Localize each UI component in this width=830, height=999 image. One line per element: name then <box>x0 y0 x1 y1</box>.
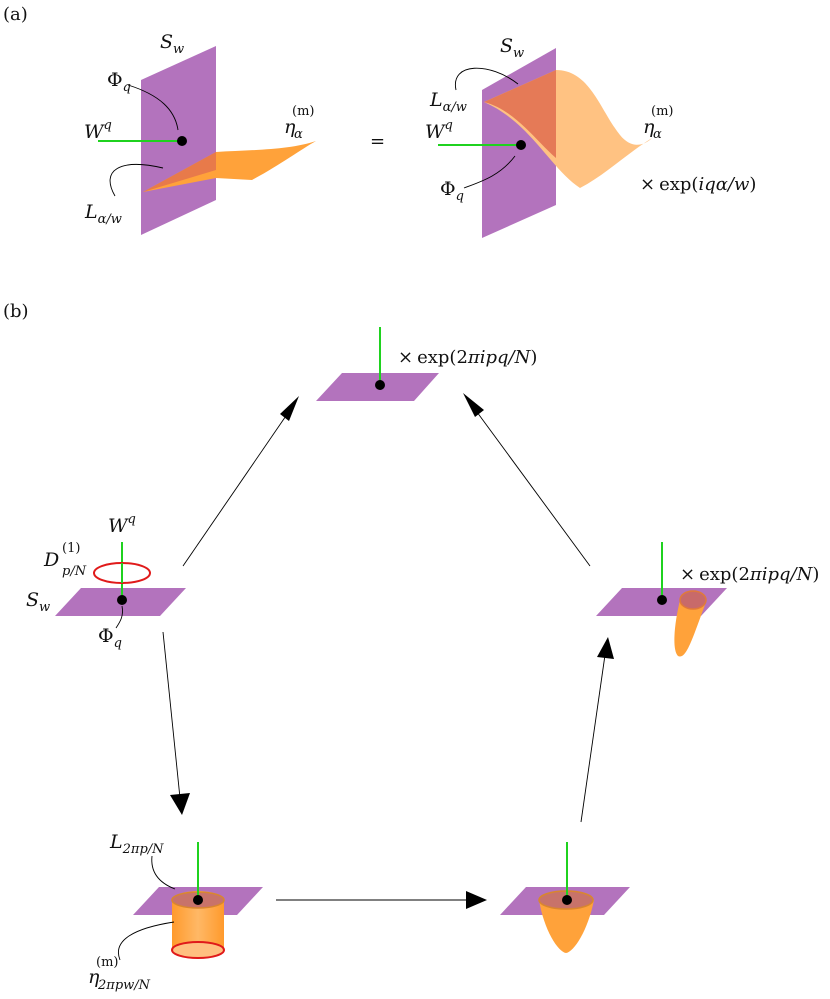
defect-label-sup: (m) <box>96 955 118 970</box>
node-bottom-left: L2πp/N η 2πpw/N (m) <box>88 831 263 993</box>
operator-leader <box>115 605 123 629</box>
panel-a-right: Sw Lα/w Wq Φq η α (m) ×exp(iqα/w) <box>425 35 756 238</box>
node-bottom-right <box>500 842 630 953</box>
local-operator-point <box>193 895 203 905</box>
surface-label: Sw <box>500 35 524 61</box>
arrow-left-to-top <box>182 396 299 567</box>
surface-label: Sw <box>26 589 50 615</box>
defect-label-sup: (m) <box>651 104 673 119</box>
operator-leader <box>463 155 516 189</box>
phase-factor: ×exp(iqα/w) <box>640 174 756 195</box>
defect-overlap <box>484 70 556 158</box>
line-label: Wq <box>108 512 136 537</box>
panel-label-a: (a) <box>3 4 28 25</box>
arrow-bottom-left-to-bottom-right <box>276 891 487 909</box>
panel-label-b: (b) <box>3 301 29 322</box>
loop-label-sub: p/N <box>62 564 87 579</box>
node-right: ×exp(2πipq/N) <box>596 542 819 657</box>
arrow-bottom-right-to-right <box>580 637 614 823</box>
interface-label: L2πp/N <box>109 831 164 857</box>
defect-label-sub: 2πpw/N <box>97 978 151 993</box>
defect-cup-rim <box>679 590 707 610</box>
defect-label: η <box>643 116 655 138</box>
node-left: Wq D p/N (1) Sw Φq <box>26 512 186 651</box>
local-operator-point <box>177 136 187 146</box>
defect-cylinder-bottom <box>171 941 225 959</box>
defect-surface <box>143 141 316 192</box>
line-label: Wq <box>425 118 453 143</box>
defect-label-sup: (m) <box>292 104 314 119</box>
surface-label: Sw <box>160 31 184 57</box>
interface-leader <box>455 67 519 91</box>
loop-label: D <box>43 549 59 571</box>
panel-a-left: Sw Φq Wq Lα/w η α (m) <box>84 31 316 235</box>
node-top: ×exp(2πipq/N) <box>316 327 537 401</box>
interface-leader <box>151 855 176 890</box>
loop-label-sup: (1) <box>62 541 80 556</box>
arrow-left-to-bottom-left <box>162 631 190 815</box>
interface-line <box>143 152 216 192</box>
local-operator-point <box>375 380 385 390</box>
operator-leader <box>127 84 179 131</box>
defect-leader <box>118 921 175 961</box>
equals-sign: = <box>370 131 385 152</box>
operator-label: Φq <box>107 69 131 95</box>
line-label: Wq <box>84 118 112 143</box>
defect-label: η <box>284 116 296 138</box>
operator-label: Φq <box>98 625 122 651</box>
operator-label: Φq <box>440 178 464 204</box>
defect-cup <box>674 600 706 657</box>
local-operator-point <box>562 895 572 905</box>
phase-factor: ×exp(2πipq/N) <box>398 347 537 368</box>
arrow-right-to-top <box>463 393 591 567</box>
local-operator-point <box>516 140 526 150</box>
local-operator-point <box>657 595 667 605</box>
defect-label-sub: α <box>294 127 303 142</box>
arrows <box>162 393 614 909</box>
defect-label: η <box>88 966 100 988</box>
defect-label-sub: α <box>653 127 662 142</box>
interface-label: Lα/w <box>429 89 467 115</box>
interface-label: Lα/w <box>84 201 122 227</box>
local-operator-point <box>117 595 127 605</box>
phase-factor: ×exp(2πipq/N) <box>680 564 819 585</box>
defect-cup <box>539 900 594 953</box>
interface-leader <box>109 164 164 197</box>
